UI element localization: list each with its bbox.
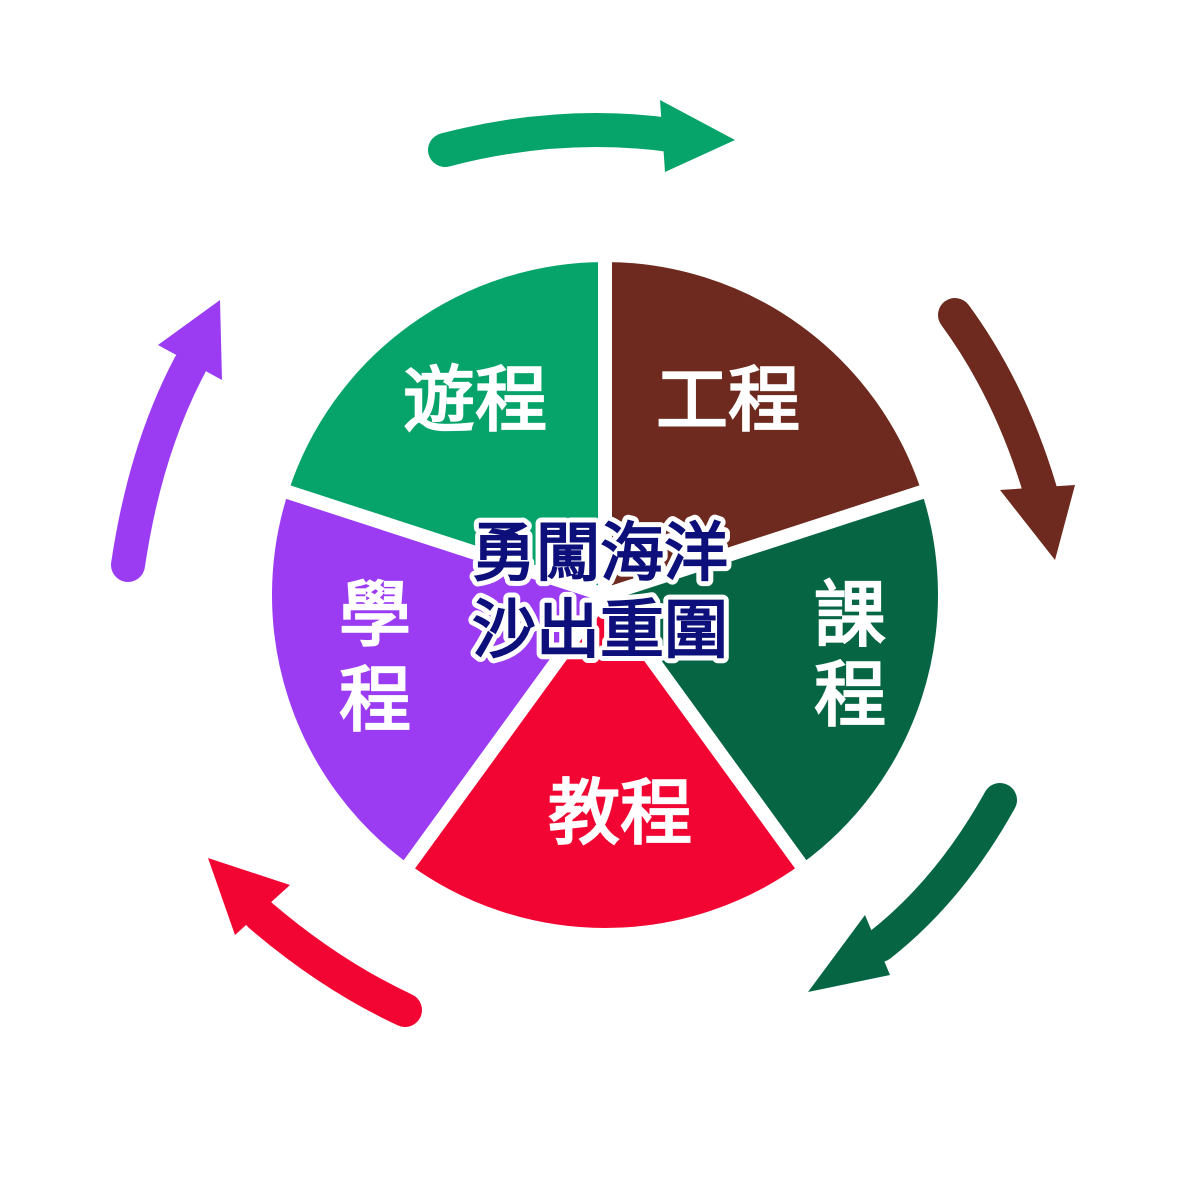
segment-program [258,482,612,878]
center-title-line-2: 沙出重圍 [472,594,728,668]
segment-teaching [398,588,812,942]
svg-text:程: 程 [814,653,886,737]
segment-label-curriculum: 課 程 [814,573,886,737]
segment-tour [274,248,612,602]
svg-text:程: 程 [339,658,411,742]
arrow-brown [938,298,1075,560]
arrow-darkgreen [808,783,1017,992]
svg-text:學: 學 [339,573,411,657]
center-title-line-1: 勇闖海洋 [472,517,728,591]
cycle-arrows [111,100,1075,1027]
segment-label-teaching: 教程 [548,771,692,855]
segment-label-engineering: 工程 [656,358,800,442]
svg-text:課: 課 [814,573,886,657]
arrow-red [208,858,422,1027]
segment-curriculum [598,482,952,878]
arrow-green [428,100,735,172]
arrow-purple [111,300,222,582]
segment-label-program: 學 程 [339,573,411,742]
segment-label-tour: 遊程 [403,358,547,442]
